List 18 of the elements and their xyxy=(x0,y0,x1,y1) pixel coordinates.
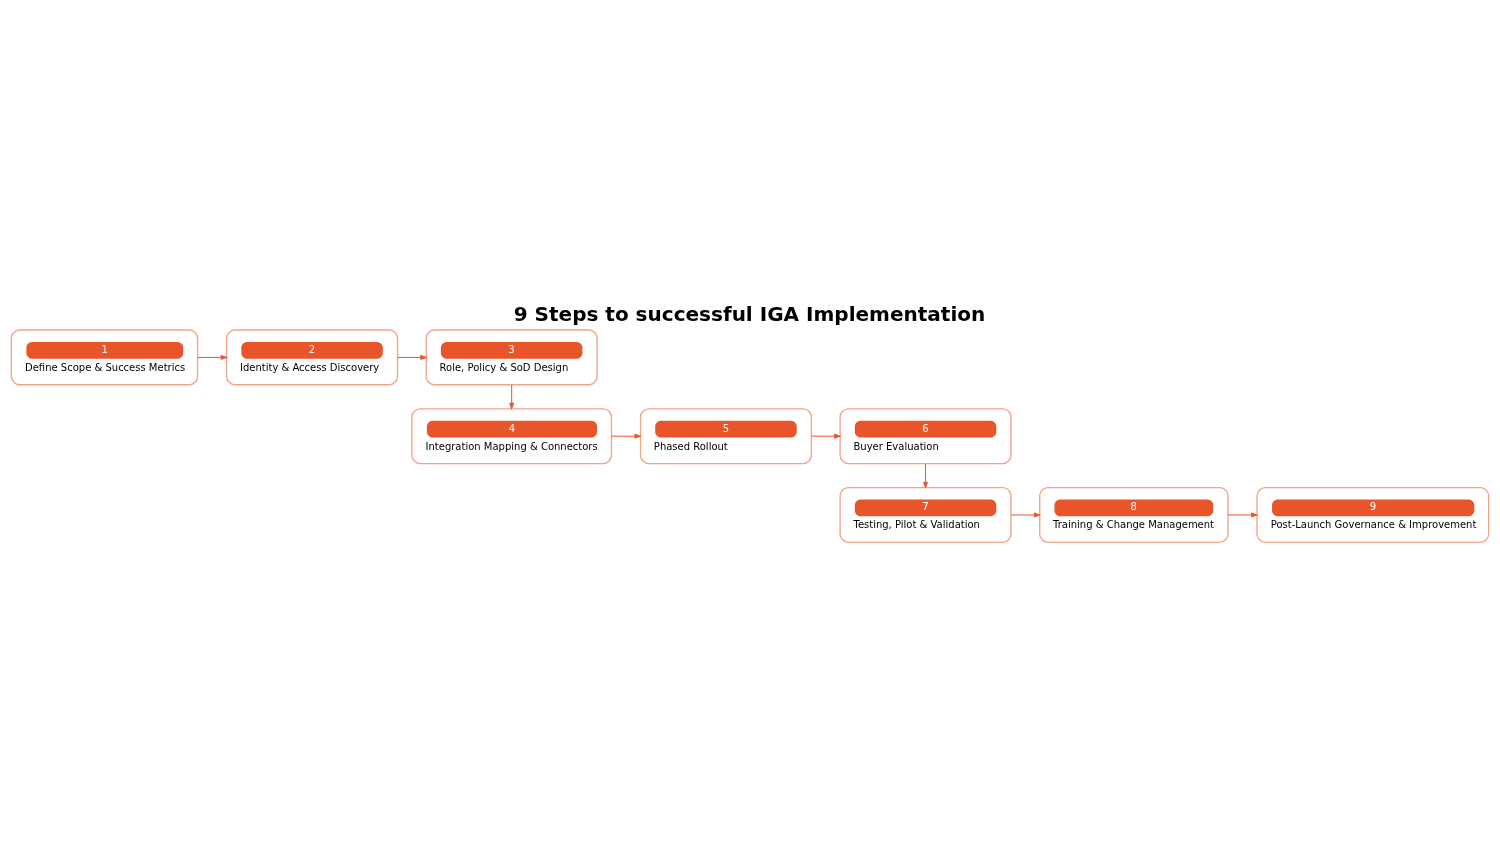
node-box: 7 Testing, Pilot & Validation xyxy=(839,486,1012,543)
arrow xyxy=(1010,512,1041,517)
arrow xyxy=(509,383,515,409)
arrow xyxy=(923,462,928,488)
arrow xyxy=(611,433,641,439)
node-box: 3 Role, Policy & SoD Design xyxy=(425,328,598,385)
arrow xyxy=(197,354,228,360)
node-box: 8 Training & Change Management xyxy=(1039,486,1229,543)
arrow xyxy=(811,433,841,439)
arrow xyxy=(397,354,427,360)
diagram-title: 9 Steps to successful IGA Implementation xyxy=(513,301,986,326)
node-box: 9 Post-Launch Governance & Improvement xyxy=(1256,486,1490,543)
node-box: 6 Buyer Evaluation xyxy=(839,407,1012,464)
node-box: 1 Define Scope & Success Metrics xyxy=(10,328,199,385)
node-box: 5 Phased Rollout xyxy=(639,407,813,464)
arrow xyxy=(1227,512,1258,517)
node-box: 4 Integration Mapping & Connectors xyxy=(411,407,613,464)
node-box: 2 Identity & Access Discovery xyxy=(225,328,399,385)
